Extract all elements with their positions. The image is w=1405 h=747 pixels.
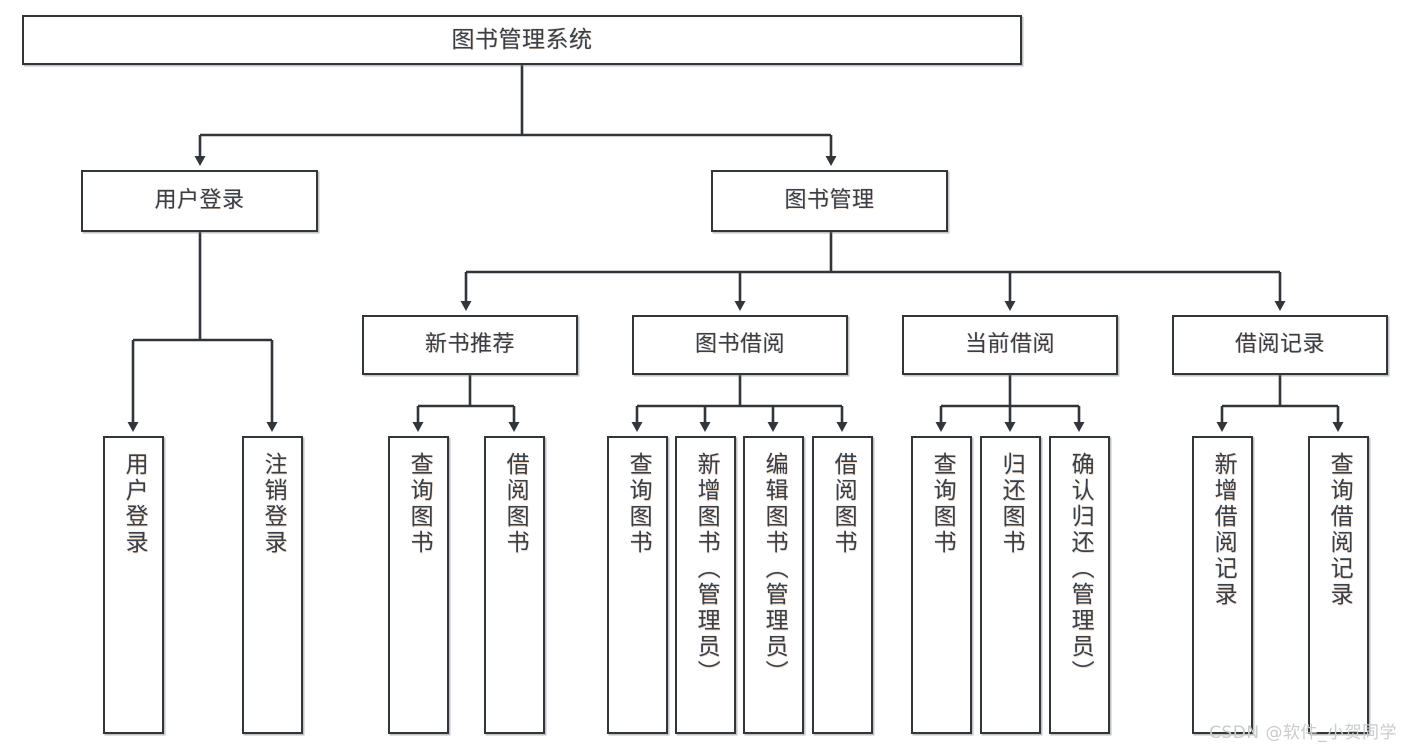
node-leaf-query-book-3-label: 查询图书 (929, 452, 956, 556)
node-current-borrow[interactable]: 当前借阅 (902, 315, 1118, 375)
node-leaf-borrow-book-2[interactable]: 借阅图书 (812, 436, 873, 734)
node-borrow-record[interactable]: 借阅记录 (1172, 315, 1388, 375)
node-leaf-edit-book[interactable]: 编辑图书（管理员） (743, 436, 804, 734)
node-new-book-rec-label: 新书推荐 (424, 332, 515, 358)
node-book-manage[interactable]: 图书管理 (711, 170, 948, 232)
node-leaf-query-record[interactable]: 查询借阅记录 (1308, 436, 1369, 734)
node-leaf-add-book[interactable]: 新增图书（管理员） (675, 436, 736, 734)
node-leaf-logout-label: 注销登录 (260, 452, 287, 556)
node-leaf-user-login[interactable]: 用户登录 (103, 436, 164, 734)
node-leaf-query-record-label: 查询借阅记录 (1326, 452, 1353, 608)
node-leaf-borrow-book-2-label: 借阅图书 (830, 452, 857, 556)
node-leaf-confirm-return-label: 确认归还（管理员） (1067, 452, 1094, 686)
node-leaf-logout[interactable]: 注销登录 (242, 436, 303, 734)
node-leaf-add-record-label: 新增借阅记录 (1210, 452, 1237, 608)
node-user-login-label: 用户登录 (154, 188, 245, 214)
node-leaf-add-book-label: 新增图书（管理员） (693, 452, 720, 686)
node-new-book-rec[interactable]: 新书推荐 (362, 315, 578, 375)
node-current-borrow-label: 当前借阅 (964, 332, 1055, 358)
node-leaf-return-book-label: 归还图书 (998, 452, 1025, 556)
node-book-manage-label: 图书管理 (784, 188, 875, 214)
node-leaf-user-login-label: 用户登录 (121, 452, 148, 556)
node-leaf-return-book[interactable]: 归还图书 (980, 436, 1041, 734)
node-leaf-query-book-1[interactable]: 查询图书 (388, 436, 449, 734)
node-root-label: 图书管理系统 (451, 26, 593, 53)
node-leaf-query-book-1-label: 查询图书 (406, 452, 433, 556)
node-book-borrow-label: 图书借阅 (694, 332, 785, 358)
node-leaf-borrow-book-1-label: 借阅图书 (502, 452, 529, 556)
node-leaf-edit-book-label: 编辑图书（管理员） (761, 452, 788, 686)
node-leaf-confirm-return[interactable]: 确认归还（管理员） (1049, 436, 1110, 734)
node-leaf-add-record[interactable]: 新增借阅记录 (1192, 436, 1253, 734)
node-borrow-record-label: 借阅记录 (1234, 332, 1325, 358)
node-leaf-query-book-2[interactable]: 查询图书 (607, 436, 668, 734)
node-leaf-query-book-2-label: 查询图书 (625, 452, 652, 556)
node-root[interactable]: 图书管理系统 (22, 15, 1022, 65)
node-user-login[interactable]: 用户登录 (81, 170, 318, 232)
node-book-borrow[interactable]: 图书借阅 (632, 315, 848, 375)
node-leaf-query-book-3[interactable]: 查询图书 (911, 436, 972, 734)
csdn-watermark: CSDN @软件_小贺同学 (1209, 723, 1397, 743)
node-leaf-borrow-book-1[interactable]: 借阅图书 (484, 436, 545, 734)
